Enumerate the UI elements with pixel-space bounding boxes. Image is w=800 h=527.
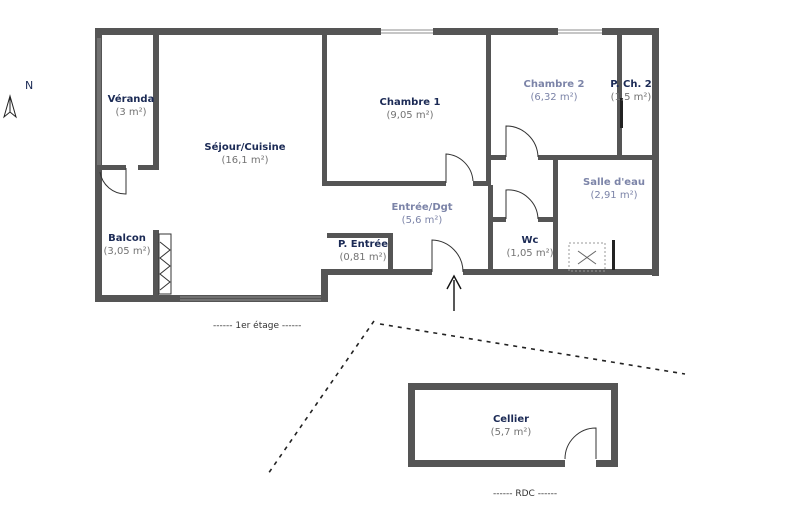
room-label-placard-entree: P. Entrée (0,81 m²)	[330, 238, 396, 264]
room-area: (1,05 m²)	[506, 248, 554, 259]
cellier-walls	[408, 383, 618, 467]
shower	[568, 242, 606, 272]
door-swings	[99, 125, 597, 460]
room-label-wc: Wc (1,05 m²)	[500, 234, 560, 260]
room-label-entree: Entrée/Dgt (5,6 m²)	[385, 201, 459, 227]
room-name: Cellier	[492, 414, 530, 425]
floor-label-rdc: ------ RDC ------	[493, 489, 557, 499]
room-area: (16,1 m²)	[221, 155, 269, 166]
room-name: Séjour/Cuisine	[204, 142, 286, 153]
rdc-boundary	[267, 320, 686, 475]
compass-north-label: N	[25, 79, 34, 92]
room-area: (5,6 m²)	[401, 215, 443, 226]
room-label-placard-ch2: P. Ch. 2 (1,5 m²)	[606, 78, 656, 104]
room-name: Balcon	[108, 233, 146, 244]
room-label-chambre1: Chambre 1 (9,05 m²)	[370, 96, 450, 122]
room-name: Chambre 1	[379, 97, 441, 108]
room-name: P. Entrée	[338, 239, 388, 250]
room-label-cellier: Cellier (5,7 m²)	[476, 413, 546, 439]
walls	[95, 28, 659, 302]
room-area: (0,81 m²)	[339, 252, 387, 263]
room-label-sejour: Séjour/Cuisine (16,1 m²)	[195, 141, 295, 167]
windows	[97, 29, 602, 301]
floor-name: RDC	[515, 489, 535, 499]
room-area: (3 m²)	[115, 107, 147, 118]
room-name: Salle d'eau	[583, 177, 645, 188]
room-name: Chambre 2	[523, 79, 585, 90]
floor-name: 1er étage	[235, 321, 280, 331]
dash-right: ------	[279, 321, 302, 331]
room-area: (9,05 m²)	[386, 110, 434, 121]
dash-right: ------	[534, 489, 558, 499]
dash-left: ------	[213, 321, 236, 331]
room-name: Entrée/Dgt	[391, 202, 453, 213]
room-area: (5,7 m²)	[490, 427, 532, 438]
floor-label-etage: ------ 1er étage ------	[213, 321, 301, 331]
dash-left: ------	[493, 489, 516, 499]
room-label-balcon: Balcon (3,05 m²)	[99, 232, 155, 258]
room-area: (3,05 m²)	[103, 246, 151, 257]
room-name: Wc	[521, 235, 539, 246]
room-label-salle-eau: Salle d'eau (2,91 m²)	[576, 176, 652, 202]
room-name: Véranda	[107, 94, 155, 105]
placard-details	[158, 98, 623, 295]
room-label-chambre2: Chambre 2 (6,32 m²)	[517, 78, 591, 104]
compass-icon	[3, 94, 17, 119]
room-name: P. Ch. 2	[610, 79, 652, 90]
room-area: (1,5 m²)	[610, 92, 652, 103]
room-label-veranda: Véranda (3 m²)	[104, 93, 158, 119]
room-area: (2,91 m²)	[590, 190, 638, 201]
entrance-arrow	[446, 274, 462, 311]
room-area: (6,32 m²)	[530, 92, 578, 103]
